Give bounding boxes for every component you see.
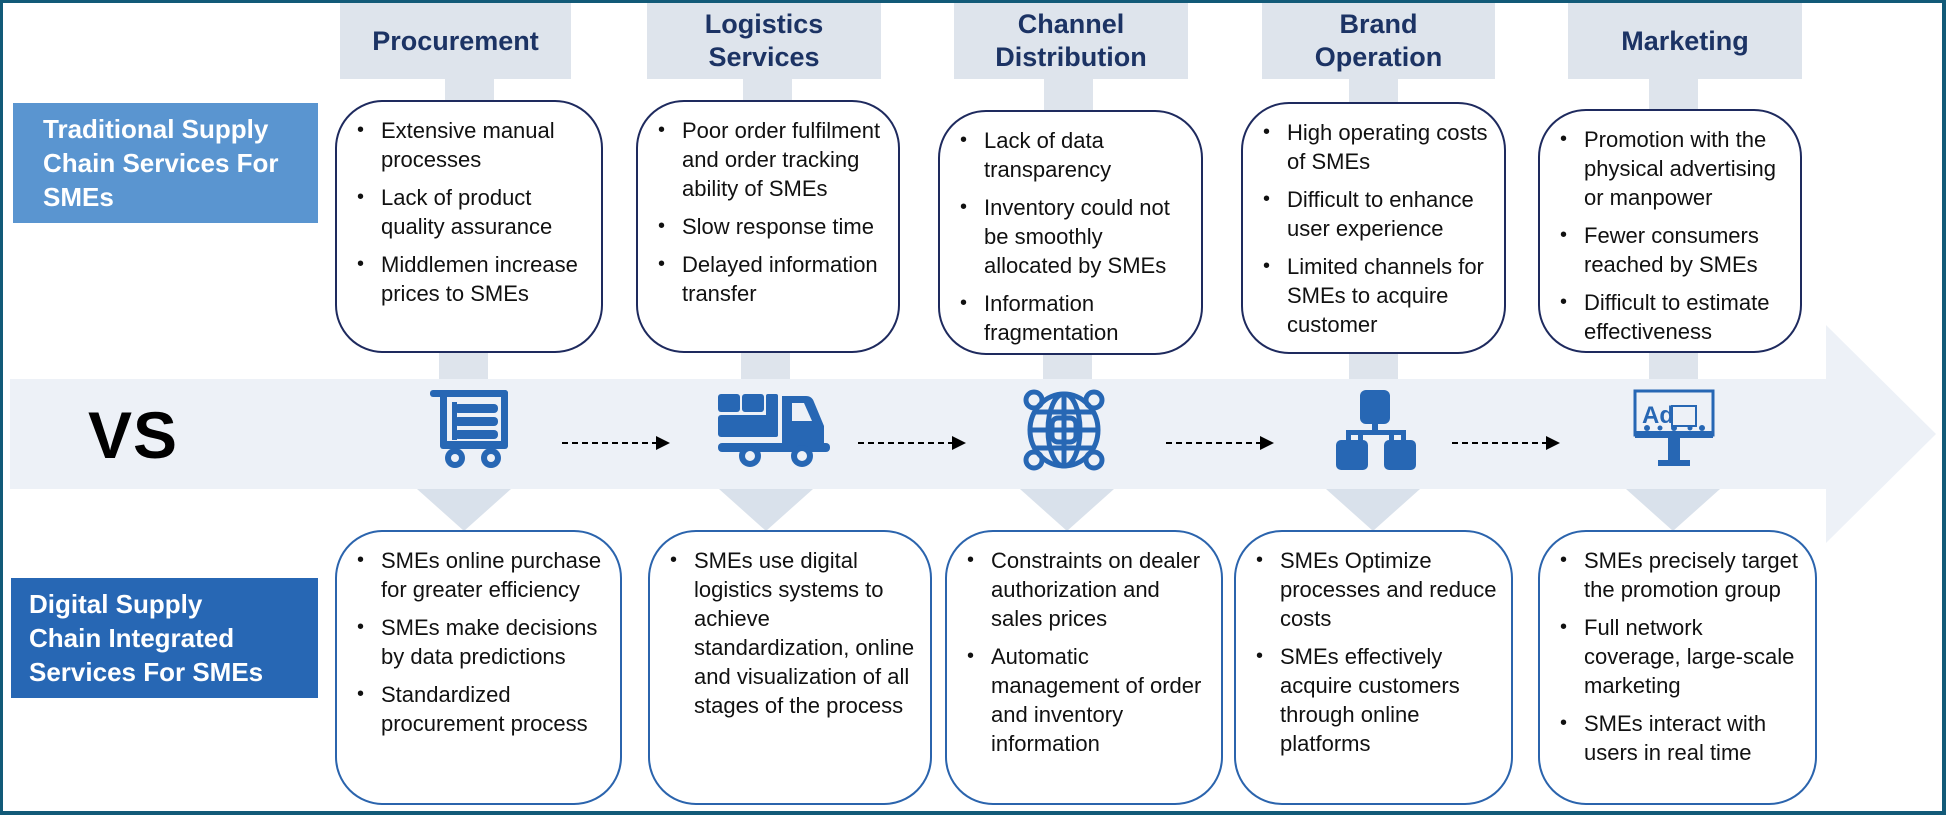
list-item: Information fragmentation bbox=[960, 289, 1189, 347]
list-item: SMEs Optimize processes and reduce costs bbox=[1256, 546, 1499, 633]
dashed-arrow bbox=[1452, 436, 1560, 450]
traditional-box-logistics: Poor order fulfilment and order tracking… bbox=[636, 100, 900, 353]
traditional-box-procurement: Extensive manual processes Lack of produ… bbox=[335, 100, 603, 353]
traditional-list-procurement: Extensive manual processes Lack of produ… bbox=[351, 116, 589, 308]
column-header-procurement: Procurement bbox=[340, 3, 571, 79]
billboard-ad-icon: Ad bbox=[1632, 388, 1716, 472]
global-network-icon bbox=[1022, 388, 1106, 472]
traditional-list-channel-distribution: Lack of data transparency Inventory coul… bbox=[954, 126, 1189, 347]
down-pointer bbox=[1326, 489, 1420, 531]
down-pointer bbox=[1020, 489, 1114, 531]
list-item: SMEs precisely target the promotion grou… bbox=[1560, 546, 1803, 604]
traditional-box-channel-distribution: Lack of data transparency Inventory coul… bbox=[938, 110, 1203, 355]
list-item: Delayed information transfer bbox=[658, 250, 886, 308]
column-header-logistics: Logistics Services bbox=[647, 3, 881, 79]
list-item: Inventory could not be smoothly allocate… bbox=[960, 193, 1189, 280]
list-item: Middlemen increase prices to SMEs bbox=[357, 250, 589, 308]
list-item: Limited channels for SMEs to acquire cus… bbox=[1263, 252, 1492, 339]
down-pointer bbox=[1626, 489, 1720, 531]
list-item: SMEs online purchase for greater efficie… bbox=[357, 546, 608, 604]
list-item: Standardized procurement process bbox=[357, 680, 608, 738]
column-header-brand-operation: Brand Operation bbox=[1262, 3, 1495, 79]
list-item: High operating costs of SMEs bbox=[1263, 118, 1492, 176]
digital-box-logistics: SMEs use digital logistics systems to ac… bbox=[648, 530, 932, 805]
traditional-list-logistics: Poor order fulfilment and order tracking… bbox=[652, 116, 886, 308]
connector bbox=[445, 79, 494, 101]
digital-list-procurement: SMEs online purchase for greater efficie… bbox=[351, 546, 608, 738]
list-item: Fewer consumers reached by SMEs bbox=[1560, 221, 1788, 279]
list-item: Full network coverage, large-scale marke… bbox=[1560, 613, 1803, 700]
column-header-marketing: Marketing bbox=[1568, 3, 1802, 79]
list-item: Difficult to enhance user experience bbox=[1263, 185, 1492, 243]
digital-box-channel-distribution: Constraints on dealer authorization and … bbox=[945, 530, 1223, 805]
traditional-list-marketing: Promotion with the physical advertising … bbox=[1554, 125, 1788, 346]
digital-list-channel-distribution: Constraints on dealer authorization and … bbox=[961, 546, 1209, 758]
billboard-text: Ad bbox=[1642, 402, 1674, 429]
list-item: Lack of data transparency bbox=[960, 126, 1189, 184]
digital-box-marketing: SMEs precisely target the promotion grou… bbox=[1538, 530, 1817, 805]
traditional-row-label: Traditional Supply Chain Services For SM… bbox=[13, 103, 318, 223]
digital-row-label-text: Digital Supply Chain Integrated Services… bbox=[29, 589, 264, 687]
connector bbox=[1044, 79, 1093, 112]
list-item: SMEs make decisions by data predictions bbox=[357, 613, 608, 671]
connector bbox=[439, 353, 488, 379]
digital-list-marketing: SMEs precisely target the promotion grou… bbox=[1554, 546, 1803, 767]
dashed-arrow bbox=[562, 436, 670, 450]
list-item: Promotion with the physical advertising … bbox=[1560, 125, 1788, 212]
connector bbox=[1649, 353, 1698, 379]
list-item: Slow response time bbox=[658, 212, 886, 241]
list-item: Automatic management of order and invent… bbox=[967, 642, 1209, 758]
delivery-truck-icon bbox=[716, 388, 834, 472]
list-item: Difficult to estimate effectiveness bbox=[1560, 288, 1788, 346]
digital-list-logistics: SMEs use digital logistics systems to ac… bbox=[664, 546, 918, 720]
process-arrow-head bbox=[1826, 325, 1936, 543]
digital-list-brand-operation: SMEs Optimize processes and reduce costs… bbox=[1250, 546, 1499, 758]
list-item: Poor order fulfilment and order tracking… bbox=[658, 116, 886, 203]
digital-box-brand-operation: SMEs Optimize processes and reduce costs… bbox=[1234, 530, 1513, 805]
list-item: Extensive manual processes bbox=[357, 116, 589, 174]
connector bbox=[1349, 354, 1398, 379]
dashed-arrow bbox=[858, 436, 966, 450]
connector bbox=[1349, 79, 1398, 103]
traditional-list-brand-operation: High operating costs of SMEs Difficult t… bbox=[1257, 118, 1492, 339]
down-pointer bbox=[417, 489, 511, 531]
process-arrow-band bbox=[10, 379, 1826, 489]
list-item: SMEs use digital logistics systems to ac… bbox=[670, 546, 918, 720]
connector bbox=[743, 79, 792, 101]
shopping-cart-icon bbox=[428, 388, 512, 472]
list-item: Lack of product quality assurance bbox=[357, 183, 589, 241]
list-item: Constraints on dealer authorization and … bbox=[967, 546, 1209, 633]
down-pointer bbox=[719, 489, 813, 531]
traditional-box-brand-operation: High operating costs of SMEs Difficult t… bbox=[1241, 102, 1506, 354]
org-hierarchy-icon bbox=[1334, 388, 1418, 472]
list-item: SMEs effectively acquire customers throu… bbox=[1256, 642, 1499, 758]
connector bbox=[1043, 355, 1092, 379]
connector bbox=[741, 353, 790, 379]
connector bbox=[1649, 79, 1698, 111]
dashed-arrow bbox=[1166, 436, 1274, 450]
traditional-box-marketing: Promotion with the physical advertising … bbox=[1538, 109, 1802, 353]
list-item: SMEs interact with users in real time bbox=[1560, 709, 1803, 767]
column-header-channel-distribution: Channel Distribution bbox=[954, 3, 1188, 79]
traditional-row-label-text: Traditional Supply Chain Services For SM… bbox=[43, 114, 279, 212]
vs-label: VS bbox=[88, 398, 179, 472]
digital-box-procurement: SMEs online purchase for greater efficie… bbox=[335, 530, 622, 805]
digital-row-label: Digital Supply Chain Integrated Services… bbox=[11, 578, 318, 698]
